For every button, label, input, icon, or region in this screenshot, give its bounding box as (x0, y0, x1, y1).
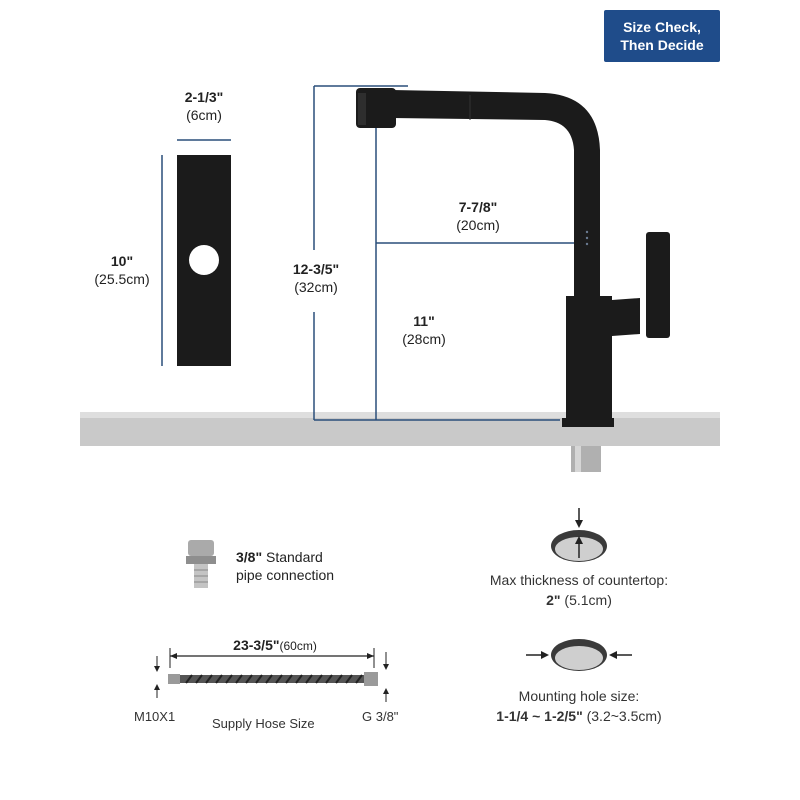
plate-height-inches: 10" (110, 253, 134, 269)
mounting-shank-highlight (575, 446, 581, 472)
spray-head-face (358, 93, 366, 125)
mounting-hole-icon (526, 639, 632, 671)
spout-height-inches: 11" (413, 313, 435, 329)
hose-left-thread: M10X1 (134, 709, 176, 724)
faucet-height-label: 12-3/5" (32cm) (274, 260, 358, 296)
faucet-spout (392, 90, 600, 298)
countertop-thickness-label: Max thickness of countertop: 2" (5.1cm) (474, 570, 684, 610)
reach-inches: 7-7/8" (458, 199, 498, 215)
connector-size: 3/8" (236, 549, 263, 565)
hose-right-thread: G 3/8" (362, 709, 399, 724)
countertop-thickness-title: Max thickness of countertop: (489, 572, 669, 588)
supply-hose-icon (154, 648, 389, 702)
faucet-handle (646, 232, 670, 338)
connector-description: pipe connection (236, 567, 335, 583)
reach-label: 7-7/8" (20cm) (438, 198, 518, 234)
deck-plate-hole (189, 245, 219, 275)
plate-width-cm: (6cm) (186, 107, 222, 123)
plate-width-inches: 2-1/3" (184, 89, 224, 105)
size-check-badge: Size Check, Then Decide (604, 10, 720, 62)
plate-height-cm: (25.5cm) (94, 271, 150, 287)
hose-length-label: 23-3/5"(60cm) (210, 637, 340, 653)
indicator-dot-1 (585, 230, 589, 234)
hose-length-cm: (60cm) (279, 639, 317, 653)
countertop-thickness-cm: (5.1cm) (560, 592, 612, 608)
faucet-base-flange (562, 418, 614, 427)
mounting-hole-title: Mounting hole size: (518, 688, 640, 704)
indicator-dot-2 (585, 236, 589, 240)
pipe-connector-icon (186, 540, 216, 588)
hose-title: Supply Hose Size (212, 716, 315, 731)
mounting-hole-inches: 1-1/4 ~ 1-2/5" (496, 708, 583, 724)
plate-height-label: 10" (25.5cm) (84, 252, 160, 288)
connector-label: 3/8" Standard pipe connection (236, 548, 386, 584)
spout-height-label: 11" (28cm) (386, 312, 462, 348)
connector-standard: Standard (262, 549, 323, 565)
faucet-handle-hub (612, 298, 640, 336)
mounting-hole-cm: (3.2~3.5cm) (582, 708, 662, 724)
spout-height-cm: (28cm) (402, 331, 446, 347)
mounting-hole-label: Mounting hole size: 1-1/4 ~ 1-2/5" (3.2~… (474, 686, 684, 726)
faucet-height-inches: 12-3/5" (292, 261, 340, 277)
countertop-thickness-icon (551, 508, 607, 562)
plate-width-label: 2-1/3" (6cm) (164, 88, 244, 124)
badge-line-2: Then Decide (620, 37, 704, 53)
reach-cm: (20cm) (456, 217, 500, 233)
badge-line-1: Size Check, (623, 19, 701, 35)
countertop-top-edge (80, 412, 720, 418)
faucet-height-cm: (32cm) (294, 279, 338, 295)
hose-length-inches: 23-3/5" (233, 637, 280, 653)
indicator-dot-3 (585, 242, 589, 246)
countertop-thickness-inches: 2" (546, 592, 561, 608)
faucet-base (566, 296, 612, 422)
